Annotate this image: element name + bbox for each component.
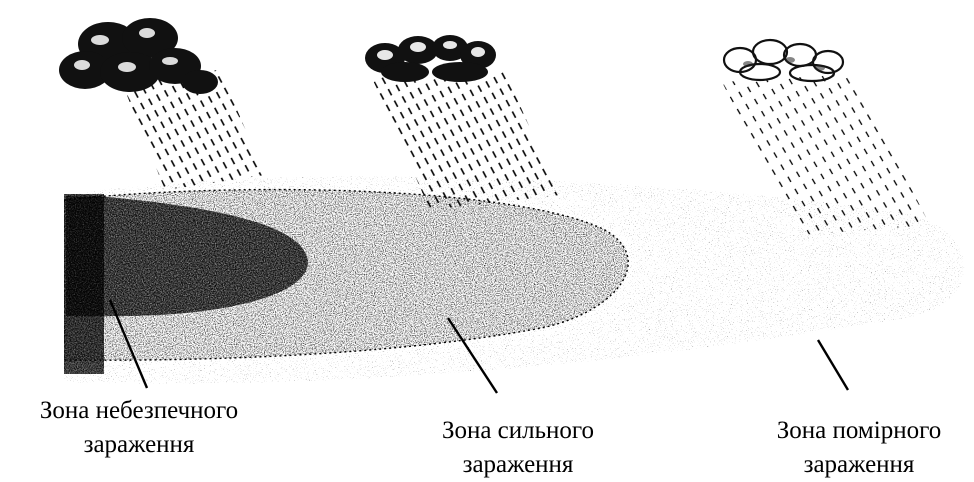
cloud-1 bbox=[59, 18, 265, 190]
cloud-icon bbox=[59, 18, 218, 94]
cloud-icon bbox=[365, 35, 496, 82]
label-dangerous-line1: Зона небезпечного bbox=[0, 394, 278, 428]
label-dangerous-line2: зараження bbox=[0, 428, 278, 462]
leader-line-moderate bbox=[818, 340, 848, 390]
label-dangerous-zone: Зона небезпечного зараження bbox=[0, 394, 278, 462]
label-strong-line1: Зона сильного bbox=[418, 414, 618, 448]
label-strong-zone: Зона сильного зараження bbox=[418, 414, 618, 482]
label-moderate-line1: Зона помірного bbox=[744, 414, 974, 448]
cloud-icon bbox=[724, 40, 843, 81]
label-strong-line2: зараження bbox=[418, 448, 618, 482]
label-moderate-line2: зараження bbox=[744, 448, 974, 482]
label-moderate-zone: Зона помірного зараження bbox=[744, 414, 974, 482]
